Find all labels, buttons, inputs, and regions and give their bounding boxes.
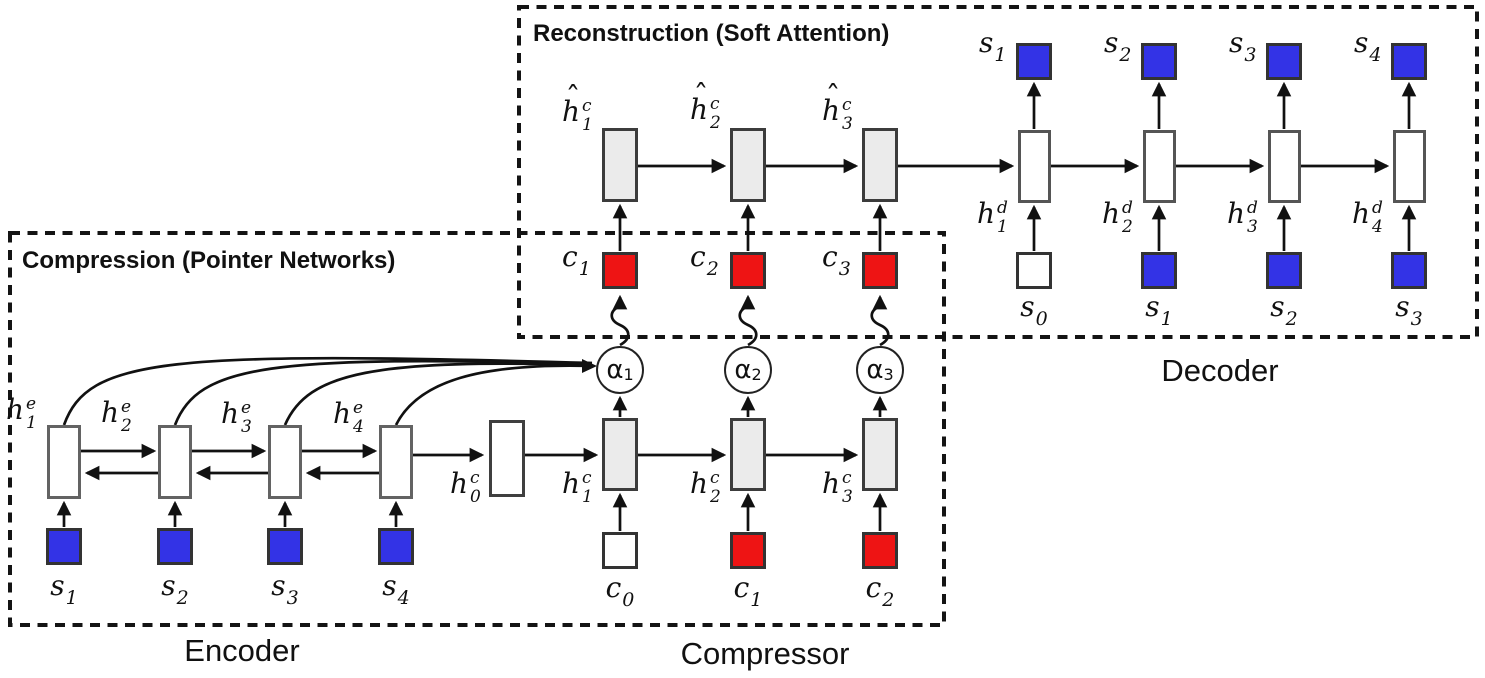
encoder-input-s3-square <box>267 528 303 565</box>
decoder-output-s2-square <box>1141 43 1177 80</box>
encoder-caption: Encoder <box>184 633 300 668</box>
reconstruction-dashed-box <box>517 5 1479 339</box>
decoder-caption: Decoder <box>1161 353 1279 388</box>
reconstruction-title: Reconstruction (Soft Attention) <box>533 20 890 47</box>
compressor-input-c2-square <box>862 532 898 569</box>
hhat3-cell <box>862 128 898 202</box>
he2-cell <box>158 425 192 499</box>
alpha-to-c-squiggle-arrows <box>610 294 890 347</box>
hc3-cell <box>862 418 898 491</box>
decoder-output-s1-square <box>1016 43 1052 80</box>
compressor-to-alpha-arrows <box>612 395 888 417</box>
decoder-output-s4-square <box>1391 43 1427 80</box>
hd4-cell <box>1393 130 1426 203</box>
c1-context-square <box>602 252 638 289</box>
hc0-cell <box>489 420 525 497</box>
decoder-input-arrows <box>1026 204 1417 251</box>
hhat2-cell <box>730 128 766 202</box>
he3-cell <box>268 425 302 499</box>
encoder-input-arrows <box>56 500 404 527</box>
hd3-cell <box>1268 130 1301 203</box>
decoder-input-s2-square <box>1266 252 1302 289</box>
compressor-caption: Compressor <box>680 636 850 671</box>
compressor-input-c1-square <box>730 532 766 569</box>
hd2-cell <box>1143 130 1176 203</box>
encoder-input-s1-square <box>46 528 82 565</box>
compression-title: Compression (Pointer Networks) <box>22 247 396 274</box>
decoder-input-s0-square <box>1016 252 1052 289</box>
compression-dashed-box <box>8 231 946 627</box>
decoder-input-s3-square <box>1391 252 1427 289</box>
hhat1-cell <box>602 128 638 202</box>
decoder-input-s1-square <box>1141 252 1177 289</box>
hc1-cell <box>602 418 638 491</box>
encoder-input-s2-square <box>157 528 193 565</box>
hd1-cell <box>1018 130 1051 203</box>
he1-cell <box>47 425 81 499</box>
decoder-output-arrows <box>1026 81 1417 129</box>
c-to-hhat-arrows <box>612 203 888 251</box>
compressor-input-arrows <box>612 492 888 531</box>
c2-context-square <box>730 252 766 289</box>
decoder-output-s3-square <box>1266 43 1302 80</box>
c3-context-square <box>862 252 898 289</box>
encoder-input-s4-square <box>378 528 414 565</box>
pointer-attention-curves <box>62 356 597 426</box>
hc2-cell <box>730 418 766 491</box>
he4-cell <box>379 425 413 499</box>
compressor-input-c0-square <box>602 532 638 569</box>
